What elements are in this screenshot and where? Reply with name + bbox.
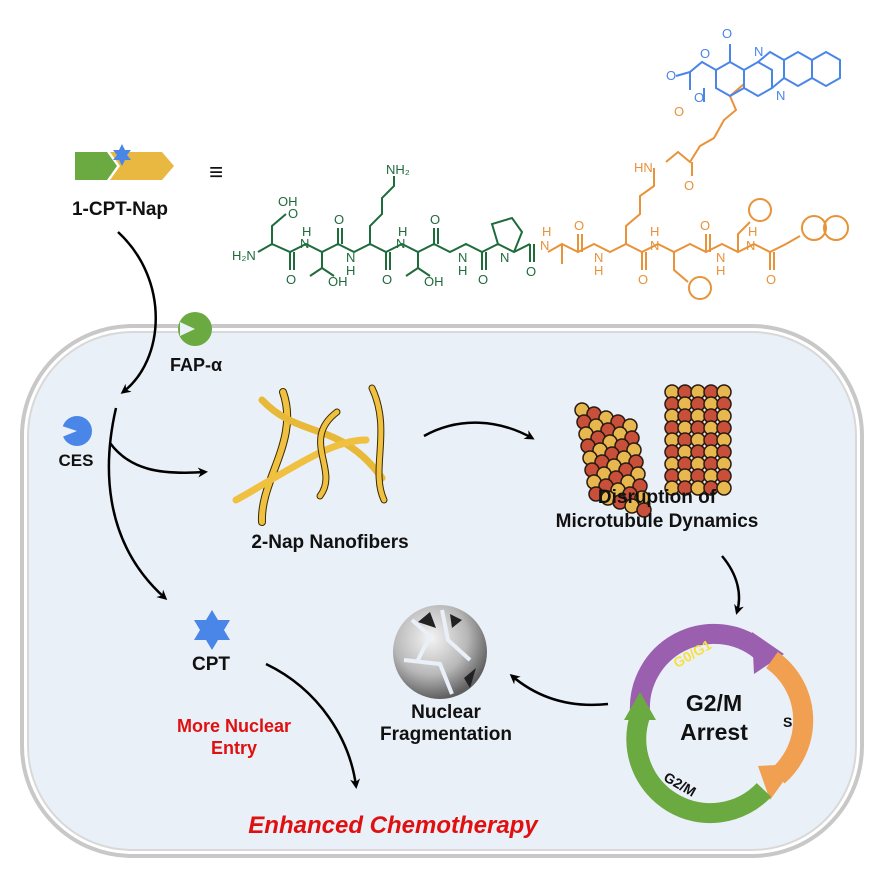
prodrug-icon	[75, 144, 174, 180]
svg-text:H: H	[346, 263, 355, 278]
svg-text:H: H	[594, 263, 603, 278]
prodrug-name: 1-CPT-Nap	[72, 199, 168, 220]
fap-label: FAP-α	[170, 355, 222, 375]
arrow-nanofibers-to-microtubules	[423, 421, 535, 440]
svg-text:N: N	[500, 250, 509, 265]
arrow-cpt-to-chemo	[265, 662, 361, 789]
svg-text:H₂N: H₂N	[232, 248, 256, 263]
arrest-label-line2: Arrest	[680, 719, 748, 745]
disruption-label-line1: Disruption of	[598, 487, 717, 508]
peptide-green-segment	[257, 176, 535, 277]
svg-text:H: H	[716, 263, 725, 278]
svg-text:H: H	[748, 224, 757, 239]
camptothecin-structure	[675, 44, 841, 102]
enhanced-chemotherapy-label: Enhanced Chemotherapy	[248, 812, 539, 839]
cell-body	[27, 331, 857, 851]
cleavage-line	[107, 407, 168, 600]
svg-text:O: O	[382, 272, 392, 287]
svg-text:N: N	[776, 88, 785, 103]
svg-text:O: O	[574, 218, 584, 233]
peptide-orange-segment	[547, 83, 849, 300]
phase-label-s: S	[783, 714, 792, 730]
ces-label: CES	[59, 451, 94, 470]
cpt-star-icon	[113, 144, 131, 166]
arrow-to-nanofibers	[108, 442, 208, 478]
more-entry-label-line1: More Nuclear	[177, 716, 291, 736]
peptide-orange-atoms: H N O N H O H N O N H O H N HN O O	[540, 104, 776, 287]
phase-g2m-arc	[626, 712, 772, 824]
fragmented-nucleus-icon	[393, 605, 487, 699]
equiv-symbol: ≡	[209, 159, 223, 186]
svg-text:O: O	[478, 272, 488, 287]
arrest-label-line1: G2/M	[686, 690, 742, 716]
cell-membrane-outer	[20, 324, 864, 858]
phase-g0g1-arc	[629, 623, 767, 713]
svg-text:OH: OH	[278, 194, 298, 209]
svg-text:N: N	[458, 250, 467, 265]
svg-text:O: O	[288, 206, 298, 221]
svg-text:H: H	[398, 224, 407, 239]
svg-text:O: O	[334, 212, 344, 227]
svg-text:H: H	[542, 224, 551, 239]
peptide-green-atoms: H₂N OH O O N H OH O N H NH₂ O N H OH O N…	[232, 162, 536, 289]
svg-text:N: N	[540, 238, 549, 253]
tubulin-bead	[716, 480, 732, 496]
arrow-prodrug-to-cell	[117, 231, 157, 394]
arrow-arrest-to-nucleus	[509, 674, 609, 707]
svg-text:N: N	[716, 250, 725, 265]
nanofibers-icon	[232, 384, 388, 526]
svg-text:HN: HN	[634, 160, 653, 175]
svg-text:H: H	[302, 224, 311, 239]
cpt-label: CPT	[192, 654, 230, 675]
svg-text:N: N	[300, 236, 309, 251]
svg-text:O: O	[526, 264, 536, 279]
tubulin-bead	[636, 502, 652, 518]
svg-text:O: O	[430, 212, 440, 227]
svg-text:H: H	[650, 224, 659, 239]
svg-text:NH₂: NH₂	[386, 162, 410, 177]
cpt-free-star-icon	[194, 610, 230, 650]
phase-s-arc	[765, 651, 814, 784]
more-entry-label-line2: Entry	[211, 738, 257, 758]
svg-text:O: O	[700, 218, 710, 233]
svg-text:O: O	[694, 90, 704, 105]
svg-text:N: N	[396, 236, 405, 251]
nanofibers-label: 2-Nap Nanofibers	[251, 532, 408, 553]
svg-text:OH: OH	[328, 274, 348, 289]
svg-text:O: O	[684, 178, 694, 193]
svg-text:OH: OH	[424, 274, 444, 289]
camptothecin-atoms: O O O O N N	[666, 26, 785, 105]
svg-text:H: H	[458, 263, 467, 278]
svg-text:O: O	[286, 272, 296, 287]
nuclear-label-line1: Nuclear	[411, 702, 481, 723]
svg-text:O: O	[766, 272, 776, 287]
svg-text:N: N	[754, 44, 763, 59]
disruption-label-line2: Microtubule Dynamics	[556, 511, 759, 532]
cell-cycle-diagram: G0/G1 S G2/M G2/M Arrest	[624, 623, 814, 824]
svg-text:N: N	[650, 238, 659, 253]
svg-text:N: N	[594, 250, 603, 265]
svg-text:N: N	[346, 250, 355, 265]
arrow-to-arrest	[721, 555, 744, 615]
svg-text:O: O	[700, 46, 710, 61]
svg-text:O: O	[722, 26, 732, 41]
svg-text:O: O	[638, 272, 648, 287]
svg-text:O: O	[666, 68, 676, 83]
svg-text:N: N	[746, 238, 755, 253]
microtubule-icon	[574, 384, 732, 518]
nuclear-label-line2: Fragmentation	[380, 724, 512, 745]
svg-text:O: O	[674, 104, 684, 119]
